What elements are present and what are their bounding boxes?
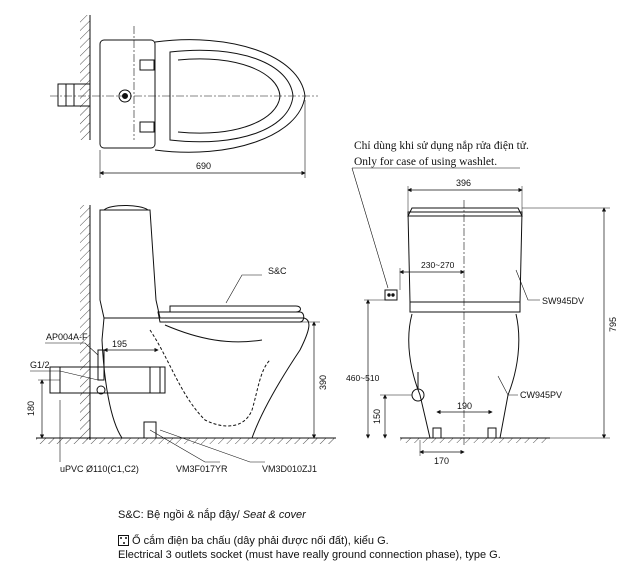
socket-icon (118, 535, 129, 546)
label-seat-cover: S&C (268, 266, 287, 276)
dim-170: 170 (434, 456, 449, 466)
dim-230-270: 230~270 (421, 260, 455, 270)
dim-390: 390 (318, 375, 328, 390)
label-ap004a: AP004A-F (46, 332, 88, 342)
note-line1: Chỉ dùng khi sử dụng nắp rửa điện tử. (354, 139, 529, 152)
top-view (50, 15, 318, 178)
label-g12: G1/2 (30, 360, 50, 370)
note-line2: Only for case of using washlet. (354, 156, 497, 168)
dim-190: 190 (457, 401, 472, 411)
label-vm3f017yr: VM3F017YR (176, 464, 228, 474)
dim-795: 795 (608, 317, 618, 332)
side-view (30, 205, 336, 463)
legend-socket: Ổ cắm điện ba chấu (dây phải được nối đấ… (118, 534, 501, 562)
legend-socket-line1: Ổ cắm điện ba chấu (dây phải được nối đấ… (132, 535, 389, 547)
label-vm3d010zj1: VM3D010ZJ1 (262, 464, 317, 474)
dim-195: 195 (112, 339, 127, 349)
legend-socket-line2: Electrical 3 outlets socket (must have r… (118, 549, 501, 561)
front-view (351, 167, 610, 456)
legend-sc-italic: Seat & cover (242, 509, 306, 521)
dim-150: 150 (372, 409, 382, 424)
legend-seat-cover: S&C: Bệ ngồi & nắp đậy/ Seat & cover (118, 508, 306, 522)
label-cw945pv: CW945PV (520, 390, 562, 400)
dim-396: 396 (456, 178, 471, 188)
dim-460-510: 460~510 (346, 373, 380, 383)
dim-690: 690 (196, 161, 211, 171)
label-sw945dv: SW945DV (542, 296, 584, 306)
label-upvc-pipe: uPVC Ø110(C1,C2) (60, 464, 139, 474)
dim-180: 180 (26, 401, 36, 416)
legend-sc-prefix: S&C: Bệ ngồi & nắp đậy/ (118, 509, 243, 521)
